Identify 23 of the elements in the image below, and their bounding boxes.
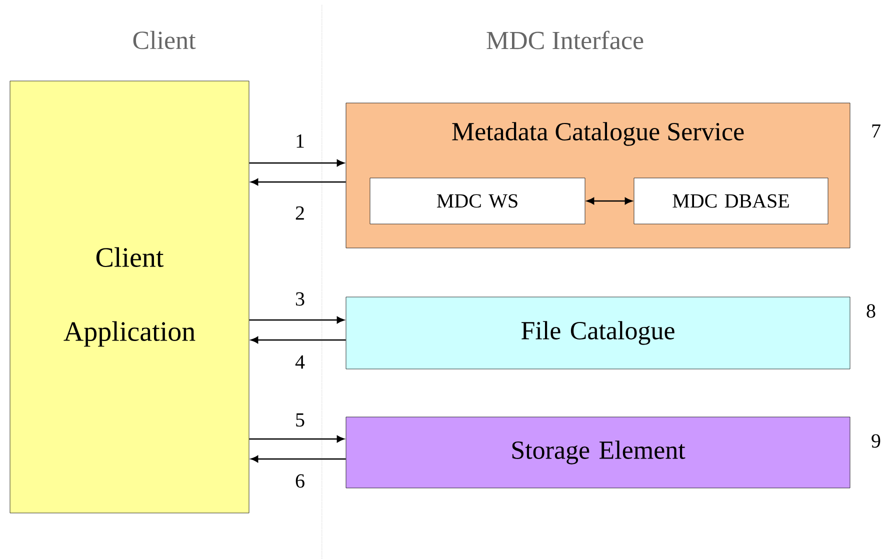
callout-number: 9 [872, 434, 880, 448]
column-heading: MDC Interface [486, 30, 644, 50]
process-box: Storage Element [346, 416, 850, 488]
edge-label: 2 [294, 205, 306, 221]
arrow [249, 436, 344, 442]
component-box: MDC WS [370, 178, 586, 224]
arrow [250, 336, 346, 344]
callout-number: 8 [866, 304, 876, 318]
component-box: MDC DBASE [634, 178, 828, 224]
column-heading: Client [133, 30, 196, 50]
arrow [249, 160, 344, 166]
callout-number: 7 [872, 124, 880, 138]
arrow [249, 316, 344, 324]
arrow [586, 198, 632, 204]
arrow [250, 178, 346, 186]
edge-label: 1 [294, 133, 306, 149]
arrow [250, 456, 346, 462]
edge-label: 5 [294, 412, 306, 428]
process-box: Client Application [10, 80, 250, 514]
edge-label: 4 [294, 354, 306, 370]
edge-label: 3 [294, 291, 306, 307]
process-box: File Catalogue [346, 296, 850, 370]
edge-label: 6 [294, 473, 306, 489]
